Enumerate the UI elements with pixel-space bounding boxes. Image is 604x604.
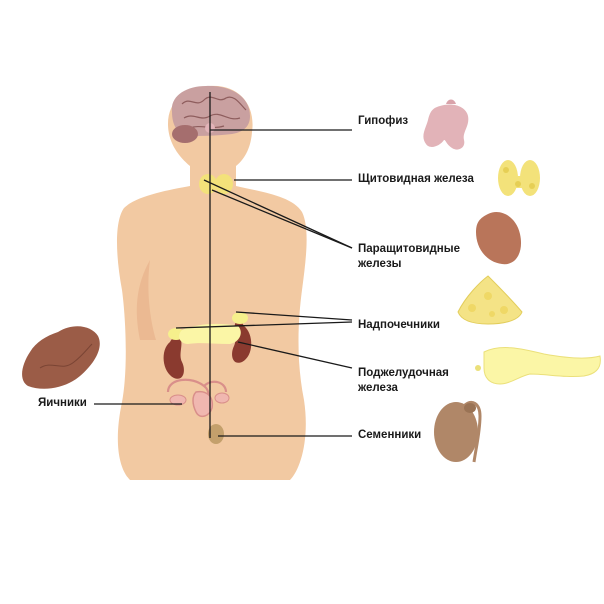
pituitary-stalk — [446, 99, 456, 104]
testes-label: Семенники — [358, 429, 422, 441]
thyroid-in-neck — [199, 174, 233, 194]
pancreas-label: Поджелудочная железа — [358, 367, 449, 394]
parathyroid-label: Паращитовидные железы — [358, 243, 460, 270]
testis-illustration — [434, 400, 482, 463]
adrenal-label: Надпочечники — [358, 319, 440, 331]
parathyroid-gland-illustration — [476, 212, 522, 265]
brain — [171, 85, 250, 143]
right-adrenal-in-body — [232, 312, 248, 324]
pituitary-label: Гипофиз — [358, 115, 409, 127]
ovaries-label: Яичники — [38, 397, 87, 409]
uterus-and-ovaries — [166, 378, 230, 418]
thyroid-gland-illustration — [498, 160, 540, 196]
testis-in-body — [208, 424, 224, 444]
pituitary-gland-illustration — [423, 104, 469, 150]
thyroid-label: Щитовидная железа — [358, 173, 474, 185]
pointer-lines — [94, 129, 353, 437]
adrenal-gland-illustration — [457, 275, 523, 325]
human-body-silhouette — [117, 85, 307, 480]
left-kidney — [163, 336, 184, 379]
ovary-illustration — [22, 326, 100, 389]
pancreas-gland-illustration — [475, 347, 601, 385]
